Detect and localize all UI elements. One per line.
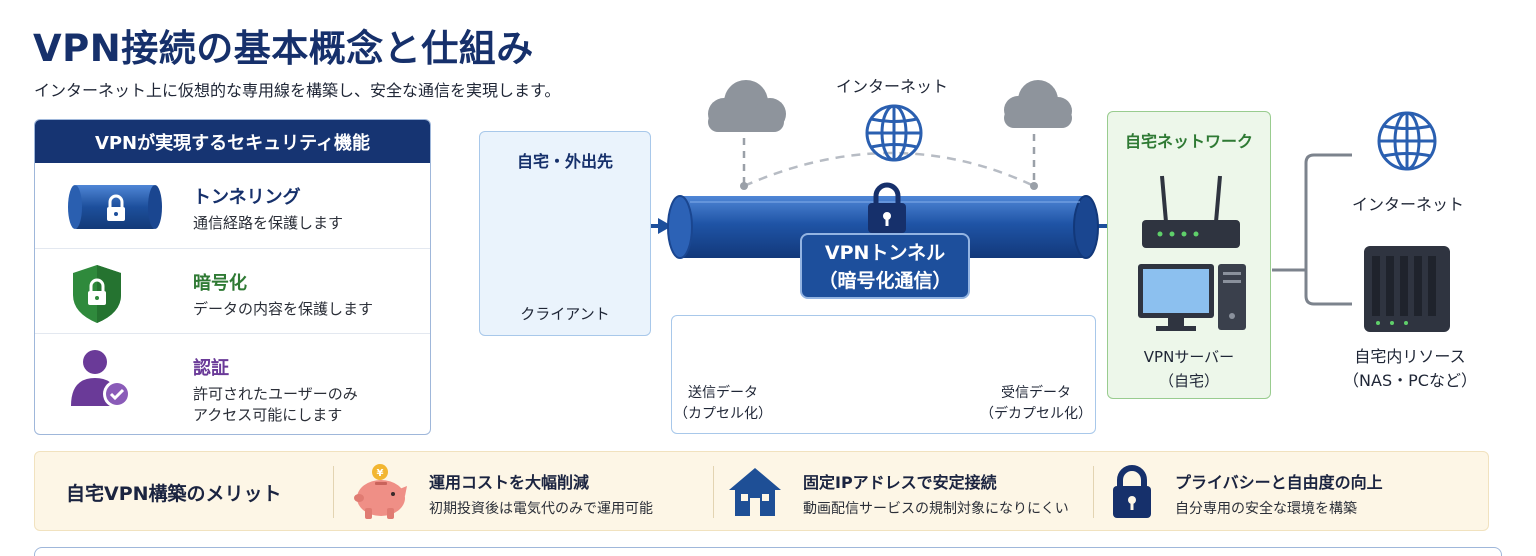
cloud-icon [1004,80,1072,128]
send-data-note: （カプセル化） [674,406,772,422]
client-box: 自宅・外出先 クライアント [479,131,651,336]
feature-tunneling: トンネリング 通信経路を保護します [35,163,430,247]
globe-icon [865,104,923,162]
piggy-bank-icon: ¥ [354,464,407,519]
receive-data-note: （デカプセル化） [980,406,1092,422]
internet-arc [743,151,1035,188]
globe-icon [1377,111,1437,171]
vpn-server-label: VPNサーバー （自宅） [1108,345,1270,393]
client-label: クライアント [520,305,610,323]
merits-bar: 自宅VPN構築のメリット ¥ 運用コストを大幅削減 初期投資後は電気代のみで運用… [34,451,1489,531]
receive-data-label: 受信データ （デカプセル化） [976,383,1096,425]
nas-icon [1364,246,1450,332]
merit-title-cost: 運用コストを大幅削減 [429,473,590,492]
padlock-icon [1113,465,1151,518]
feature-authentication: 認証 許可されたユーザーのみ アクセス可能にします [35,333,430,434]
vpn-server-note: （自宅） [1158,372,1219,390]
svg-text:¥: ¥ [377,468,384,479]
merit-title-privacy: プライバシーと自由度の向上 [1175,473,1383,492]
cloud-icon [708,80,786,132]
vpn-tunnel-label: VPNトンネル （暗号化通信） [800,233,970,299]
merit-divider [1093,466,1094,518]
vpn-tunnel-title: VPNトンネル [824,242,946,264]
encapsulation-box [671,315,1096,434]
merits-header: 自宅VPN構築のメリット [66,483,282,505]
tunnel-pipe-icon [68,185,162,229]
shield-lock-icon [73,265,121,323]
vpn-server-title: VPNサーバー [1143,348,1235,366]
user-check-icon [71,350,131,408]
home-resources-title: 自宅内リソース [1354,347,1466,366]
feature-desc-authentication-line2: アクセス可能にします [193,406,343,424]
security-features-panel: VPNが実現するセキュリティ機能 トンネリング 通信経路を保護します 暗号 [34,119,431,435]
merit-divider [333,466,334,518]
merit-divider [713,466,714,518]
security-panel-header: VPNが実現するセキュリティ機能 [35,120,430,163]
feature-desc-tunneling: 通信経路を保護します [193,214,344,232]
house-icon [729,468,781,516]
home-resources-note: （NAS・PCなど） [1343,371,1477,390]
page-subtitle: インターネット上に仮想的な専用線を構築し、安全な通信を実現します。 [34,81,561,100]
page-title: VPN接続の基本概念と仕組み [33,27,534,70]
desktop-pc-icon [1138,264,1246,331]
feature-encryption: 暗号化 データの内容を保護します [35,248,430,332]
vpn-tunnel-subtitle: （暗号化通信） [818,270,952,292]
home-network-box: 自宅ネットワーク VPNサーバー （自宅） [1107,111,1271,399]
tunnel-padlock-icon [868,182,906,233]
home-resources-label: 自宅内リソース （NAS・PCなど） [1330,345,1490,393]
network-branch-lines [1272,153,1352,306]
merit-title-static-ip: 固定IPアドレスで安定接続 [803,473,997,492]
next-panel-edge [34,547,1502,556]
feature-title-encryption: 暗号化 [193,273,247,294]
merit-desc-cost: 初期投資後は電気代のみで運用可能 [429,501,653,517]
merit-desc-privacy: 自分専用の安全な環境を構築 [1175,501,1357,517]
send-data-title: 送信データ [688,385,758,401]
feature-title-tunneling: トンネリング [193,187,301,208]
client-header: 自宅・外出先 [516,152,613,171]
merit-desc-static-ip: 動画配信サービスの規制対象になりにくい [803,501,1069,517]
router-icon [1142,175,1240,248]
feature-desc-authentication-line1: 許可されたユーザーのみ [193,385,358,403]
home-network-header: 自宅ネットワーク [1124,132,1253,151]
right-internet-label: インターネット [1351,195,1464,214]
internet-label: インターネット [836,77,949,96]
feature-desc-encryption: データの内容を保護します [193,300,374,318]
receive-data-title: 受信データ [1001,385,1071,401]
send-data-label: 送信データ （カプセル化） [668,383,778,425]
feature-title-authentication: 認証 [193,358,229,379]
feature-desc-authentication: 許可されたユーザーのみ アクセス可能にします [193,384,358,426]
